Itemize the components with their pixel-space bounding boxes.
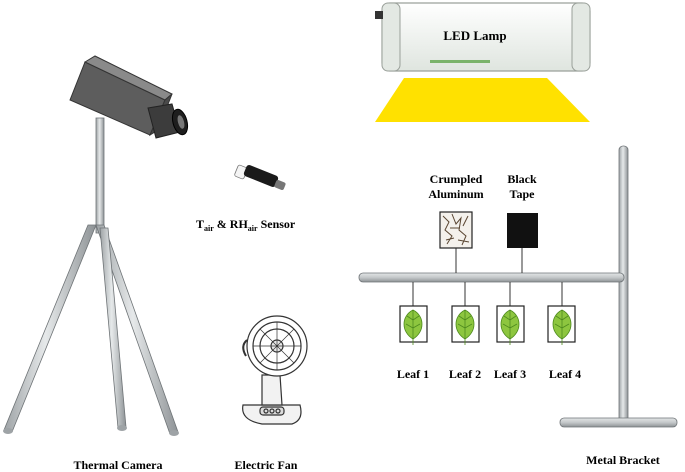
leaf-icon: [403, 309, 423, 345]
crumpled-aluminum-label-1: Crumpled: [430, 172, 483, 186]
electric-fan-label: Electric Fan: [235, 458, 298, 472]
leaf-1: Leaf 1: [397, 282, 429, 381]
electric-fan-icon: [242, 315, 308, 425]
leaf-icon: [455, 309, 475, 345]
light-beam: [375, 78, 590, 122]
leaf-3-label: Leaf 3: [494, 367, 526, 381]
air-sensor: Tair & RHair Sensor: [196, 164, 296, 233]
electric-fan: Electric Fan: [235, 315, 308, 472]
black-tape-reference: Black Tape: [507, 172, 538, 273]
sensor-label: Tair & RHair Sensor: [196, 217, 296, 233]
metal-bracket-label: Metal Bracket: [586, 453, 660, 467]
leaf-4-label: Leaf 4: [549, 367, 581, 381]
leaf-2: Leaf 2: [449, 282, 481, 381]
leaf-3: Leaf 3: [494, 282, 526, 381]
led-lamp: LED Lamp: [375, 2, 591, 72]
crumpled-aluminum-label-2: Aluminum: [428, 187, 483, 201]
leaf-icon: [500, 309, 520, 345]
led-lamp-icon: [375, 2, 591, 72]
metal-bracket: Metal Bracket: [358, 145, 678, 467]
leaf-icon: [552, 309, 572, 345]
thermal-camera: Thermal Camera: [3, 55, 189, 472]
thermal-camera-label: Thermal Camera: [74, 458, 163, 472]
leaf-4: Leaf 4: [547, 282, 581, 381]
leaf-2-label: Leaf 2: [449, 367, 481, 381]
crumpled-aluminum-reference: Crumpled Aluminum: [428, 172, 484, 273]
black-tape-label-1: Black: [507, 172, 537, 186]
led-lamp-label: LED Lamp: [443, 28, 506, 43]
thermal-camera-icon: [69, 55, 189, 139]
sensor-probe-icon: [234, 164, 286, 190]
black-tape-label-2: Tape: [510, 187, 536, 201]
leaf-1-label: Leaf 1: [397, 367, 429, 381]
tripod: [3, 117, 179, 436]
